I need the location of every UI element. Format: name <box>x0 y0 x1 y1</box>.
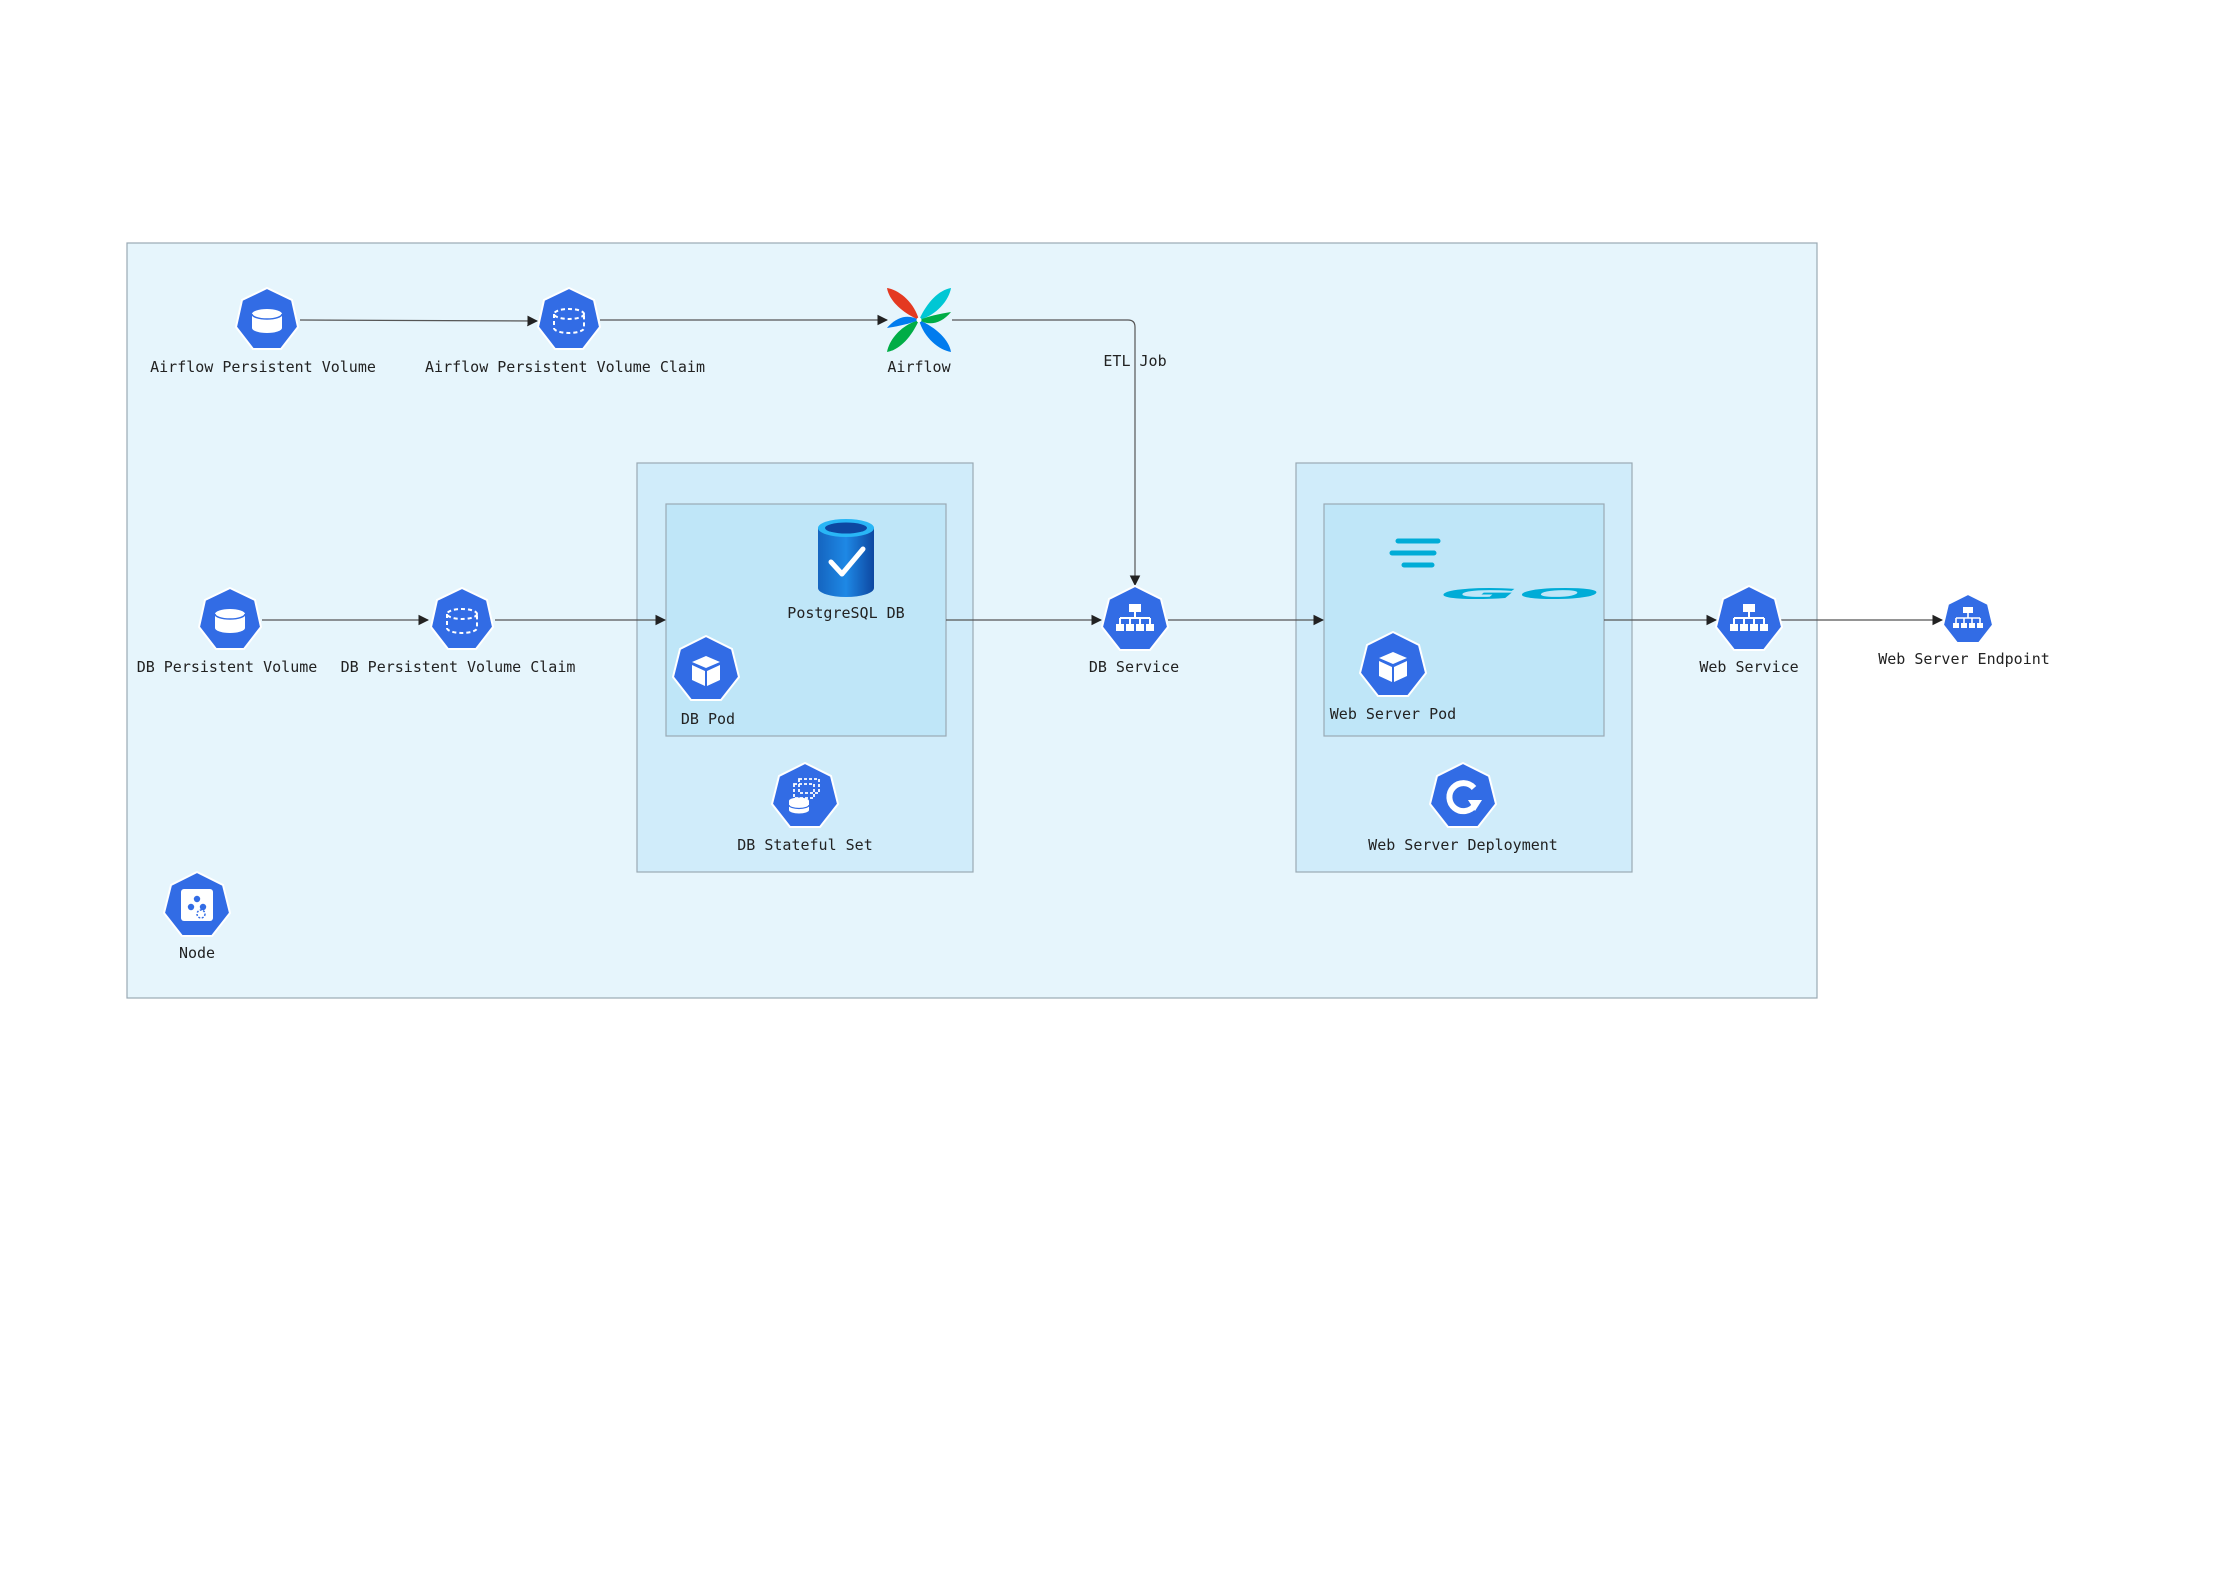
airflow-persistent-volume-claim[interactable] <box>536 286 602 350</box>
db-persistent-volume-claim[interactable] <box>429 586 495 650</box>
web-server-endpoint[interactable] <box>1941 592 1995 644</box>
node-label: Node <box>179 944 215 962</box>
airflow-label: Airflow <box>887 358 951 376</box>
k8s-statefulset-icon <box>770 761 840 828</box>
edges <box>262 314 1944 626</box>
web-pod-cluster <box>1323 503 1605 737</box>
db-pv-label: DB Persistent Volume <box>137 658 318 676</box>
go-logo-icon[interactable]: GO <box>1389 538 1601 603</box>
db-pod[interactable] <box>671 634 741 701</box>
airflow-persistent-volume[interactable] <box>234 286 300 350</box>
web-service-label: Web Service <box>1699 658 1798 676</box>
edge-label-etl-job: ETL Job <box>1103 352 1166 370</box>
cluster-node[interactable] <box>162 870 232 937</box>
web-service[interactable] <box>1714 584 1784 651</box>
db-statefulset-label: DB Stateful Set <box>737 836 872 854</box>
db-pod-label: DB Pod <box>681 710 735 728</box>
web-server-pod[interactable] <box>1358 630 1428 697</box>
svg-text:GO: GO <box>1440 585 1601 603</box>
airflow-pvc-label: Airflow Persistent Volume Claim <box>425 358 705 376</box>
db-stateful-set[interactable] <box>770 761 840 828</box>
web-server-deployment[interactable] <box>1428 761 1498 828</box>
web-endpoint-label: Web Server Endpoint <box>1878 650 2050 668</box>
k8s-deployment-icon <box>1428 761 1498 828</box>
db-service[interactable] <box>1100 584 1170 651</box>
airflow-pinwheel-icon[interactable] <box>887 288 951 352</box>
database-check-icon[interactable] <box>818 519 874 597</box>
postgres-label: PostgreSQL DB <box>787 604 904 622</box>
edge-airflow-pv-to-pvc <box>299 315 539 327</box>
airflow-pv-label: Airflow Persistent Volume <box>150 358 376 376</box>
edge-airflow-to-db-service <box>952 319 1141 587</box>
web-deployment-label: Web Server Deployment <box>1368 836 1558 854</box>
web-pod-label: Web Server Pod <box>1330 705 1456 723</box>
db-service-label: DB Service <box>1089 658 1179 676</box>
db-pvc-label: DB Persistent Volume Claim <box>341 658 576 676</box>
db-persistent-volume[interactable] <box>197 586 263 650</box>
